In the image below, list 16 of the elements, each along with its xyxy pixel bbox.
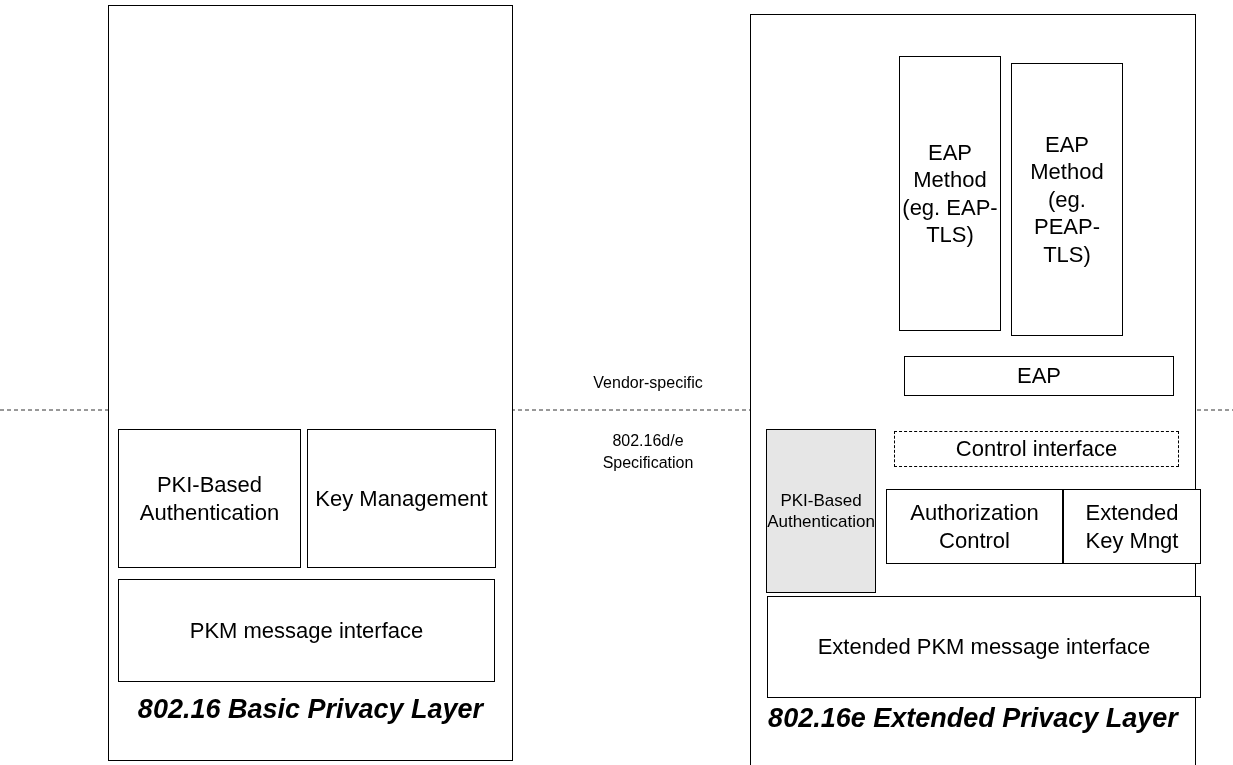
module-box: PKI-Based Authentication xyxy=(766,429,876,593)
interface-box: Control interface xyxy=(894,431,1179,467)
layer-panel xyxy=(108,5,513,761)
layer-title: 802.16 Basic Privacy Layer xyxy=(136,693,485,726)
module-box: Extended Key Mngt xyxy=(1063,489,1201,564)
module-box: EAP xyxy=(904,356,1174,396)
region-label: 802.16d/e Specification xyxy=(601,431,695,473)
module-box: Authorization Control xyxy=(886,489,1063,564)
module-box: EAP Method (eg. EAP-TLS) xyxy=(899,56,1001,331)
module-box: Extended PKM message interface xyxy=(767,596,1201,698)
module-box: PKI-Based Authentication xyxy=(118,429,301,568)
module-box: EAP Method (eg. PEAP-TLS) xyxy=(1011,63,1123,336)
layer-title: 802.16e Extended Privacy Layer xyxy=(767,702,1180,735)
module-box: Key Management xyxy=(307,429,496,568)
region-label: Vendor-specific xyxy=(592,373,704,393)
module-box: PKM message interface xyxy=(118,579,495,682)
